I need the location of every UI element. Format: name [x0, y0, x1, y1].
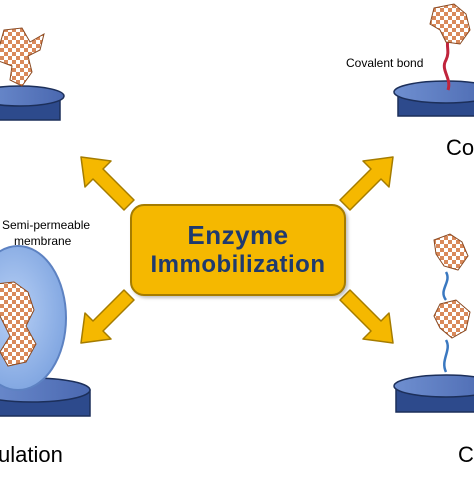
encapsulation-title-fragment: ulation [0, 442, 63, 467]
support-disc-bottom-right [393, 374, 474, 413]
enzyme-top-right [429, 3, 471, 45]
center-title-line2: Immobilization [150, 251, 326, 278]
adsorption-panel [0, 27, 65, 121]
support-disc-top-right [393, 80, 474, 117]
arrow-down-left [80, 289, 135, 344]
arrow-down-right [339, 289, 394, 344]
crosslink-line-upper [442, 271, 449, 301]
arrow-up-left [80, 156, 135, 211]
enzyme-immobilization-box: Enzyme Immobilization [130, 204, 346, 296]
semi-permeable-label-line2: membrane [14, 234, 72, 248]
crosslinking-panel: C [393, 233, 474, 467]
covalent-title-fragment: Co [446, 135, 474, 160]
enzyme-top-left [0, 27, 45, 87]
arrows [80, 156, 394, 344]
covalent-panel: Covalent bond Co [346, 3, 474, 160]
covalent-bond-line [442, 39, 451, 91]
crosslinking-title-fragment: C [458, 442, 474, 467]
covalent-bond-label: Covalent bond [346, 56, 423, 70]
support-disc-top-left [0, 85, 65, 121]
semi-permeable-label-line1: Semi-permeable [2, 218, 90, 232]
enzyme-bottom-right-upper [433, 233, 469, 271]
arrow-up-right [339, 156, 394, 211]
crosslink-line-lower [443, 339, 449, 373]
enzyme-bottom-left [0, 281, 37, 367]
encapsulation-panel: Semi-permeable membrane ulation [0, 218, 91, 467]
enzyme-bottom-right-lower [433, 299, 471, 339]
center-title-line1: Enzyme [187, 220, 289, 250]
